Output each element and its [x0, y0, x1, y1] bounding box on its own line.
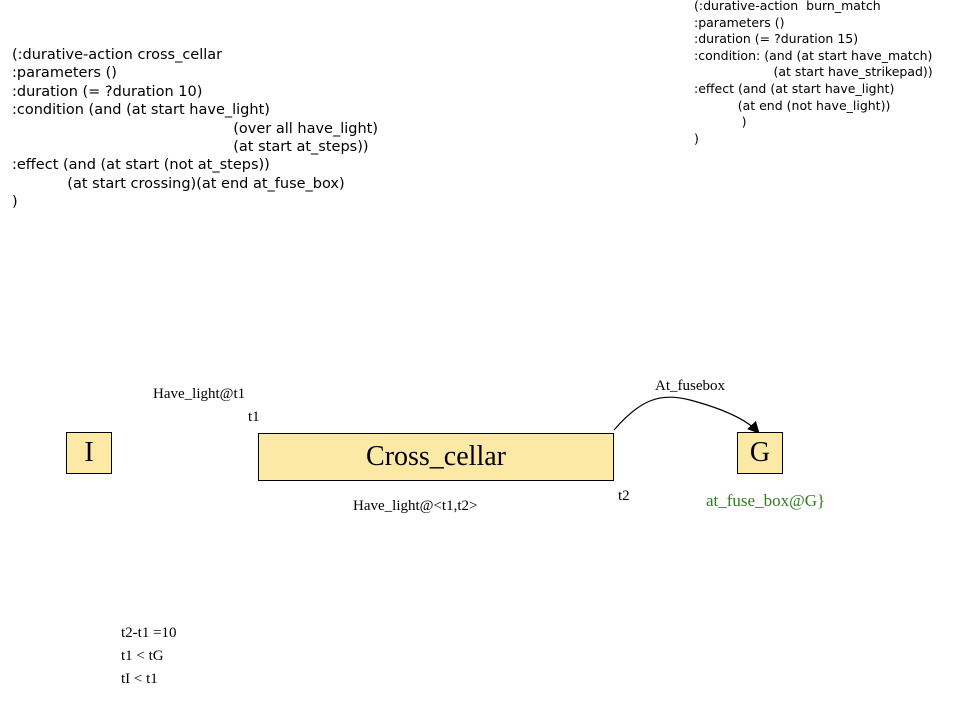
constraint-duration: t2-t1 =10	[121, 625, 177, 641]
goal-condition-label: at_fuse_box@G}	[706, 491, 826, 510]
over-all-condition-label: Have_light@<t1,t2>	[353, 498, 478, 514]
action-box: Cross_cellar	[258, 433, 614, 481]
start-condition-label: Have_light@t1	[153, 386, 246, 402]
goal-node-label: G	[749, 437, 771, 468]
arc-label: At_fusebox	[655, 378, 725, 394]
cross-cellar-action-code: (:durative-action cross_cellar :paramete…	[12, 47, 379, 211]
t2-label: t2	[618, 488, 630, 504]
effect-arc	[613, 396, 760, 434]
constraint-after-init: tI < t1	[121, 671, 158, 687]
init-node: I	[66, 432, 112, 474]
init-node-label: I	[84, 437, 94, 468]
constraint-before-goal: t1 < tG	[121, 648, 164, 664]
action-label: Cross_cellar	[366, 441, 506, 472]
t1-label: t1	[248, 409, 260, 425]
burn-match-action-code: (:durative-action burn_match :parameters…	[694, 0, 933, 146]
goal-node: G	[737, 432, 783, 474]
